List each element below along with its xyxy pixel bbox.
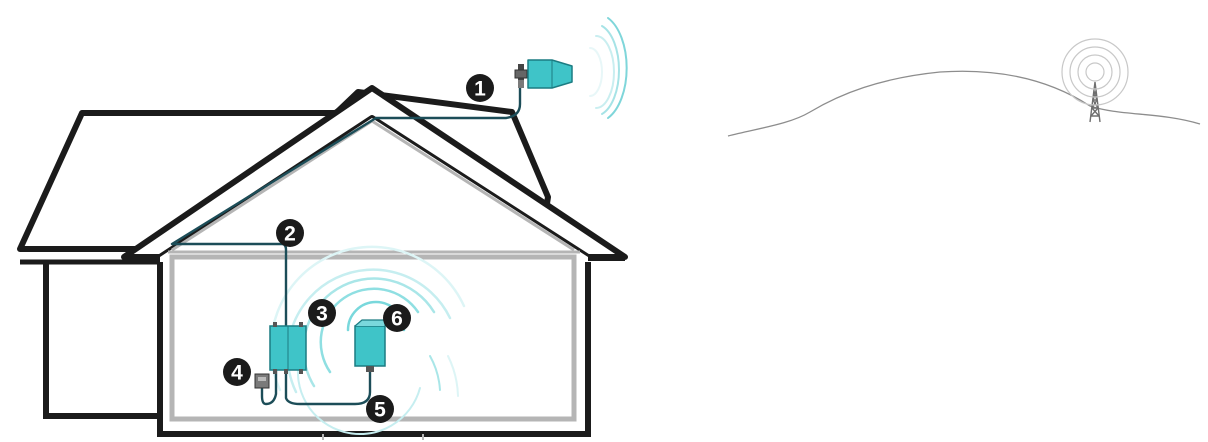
inside-antenna-callout: 6 xyxy=(383,304,411,332)
front-wall xyxy=(160,118,588,262)
power-cable xyxy=(260,370,278,406)
amplifier-callout: 3 xyxy=(308,299,336,327)
hill-line xyxy=(727,70,1201,137)
outside-signal-waves xyxy=(589,17,628,119)
cables xyxy=(170,78,522,406)
landscape xyxy=(727,38,1201,137)
outside-antenna-callout: 1 xyxy=(466,74,494,102)
amp-to-inside-antenna-cable xyxy=(284,370,372,406)
amplifier-icon xyxy=(269,322,307,374)
svg-text:3: 3 xyxy=(316,303,328,326)
svg-text:4: 4 xyxy=(231,362,243,385)
inside-cable-callout: 5 xyxy=(366,395,394,423)
svg-text:5: 5 xyxy=(374,399,386,422)
house xyxy=(17,85,628,440)
inside-antenna-icon xyxy=(354,319,386,372)
tower-signal-waves xyxy=(1061,38,1129,106)
svg-text:2: 2 xyxy=(284,223,296,246)
svg-text:1: 1 xyxy=(474,78,486,101)
power-supply-icon xyxy=(254,373,270,389)
back-wall xyxy=(43,262,164,419)
svg-text:6: 6 xyxy=(391,308,403,331)
roof-cable-callout: 2 xyxy=(276,219,304,247)
roof-cable xyxy=(170,78,522,326)
power-supply-callout: 4 xyxy=(223,358,251,386)
outside-antenna-icon xyxy=(514,59,573,89)
cell-tower-icon xyxy=(1089,81,1101,123)
